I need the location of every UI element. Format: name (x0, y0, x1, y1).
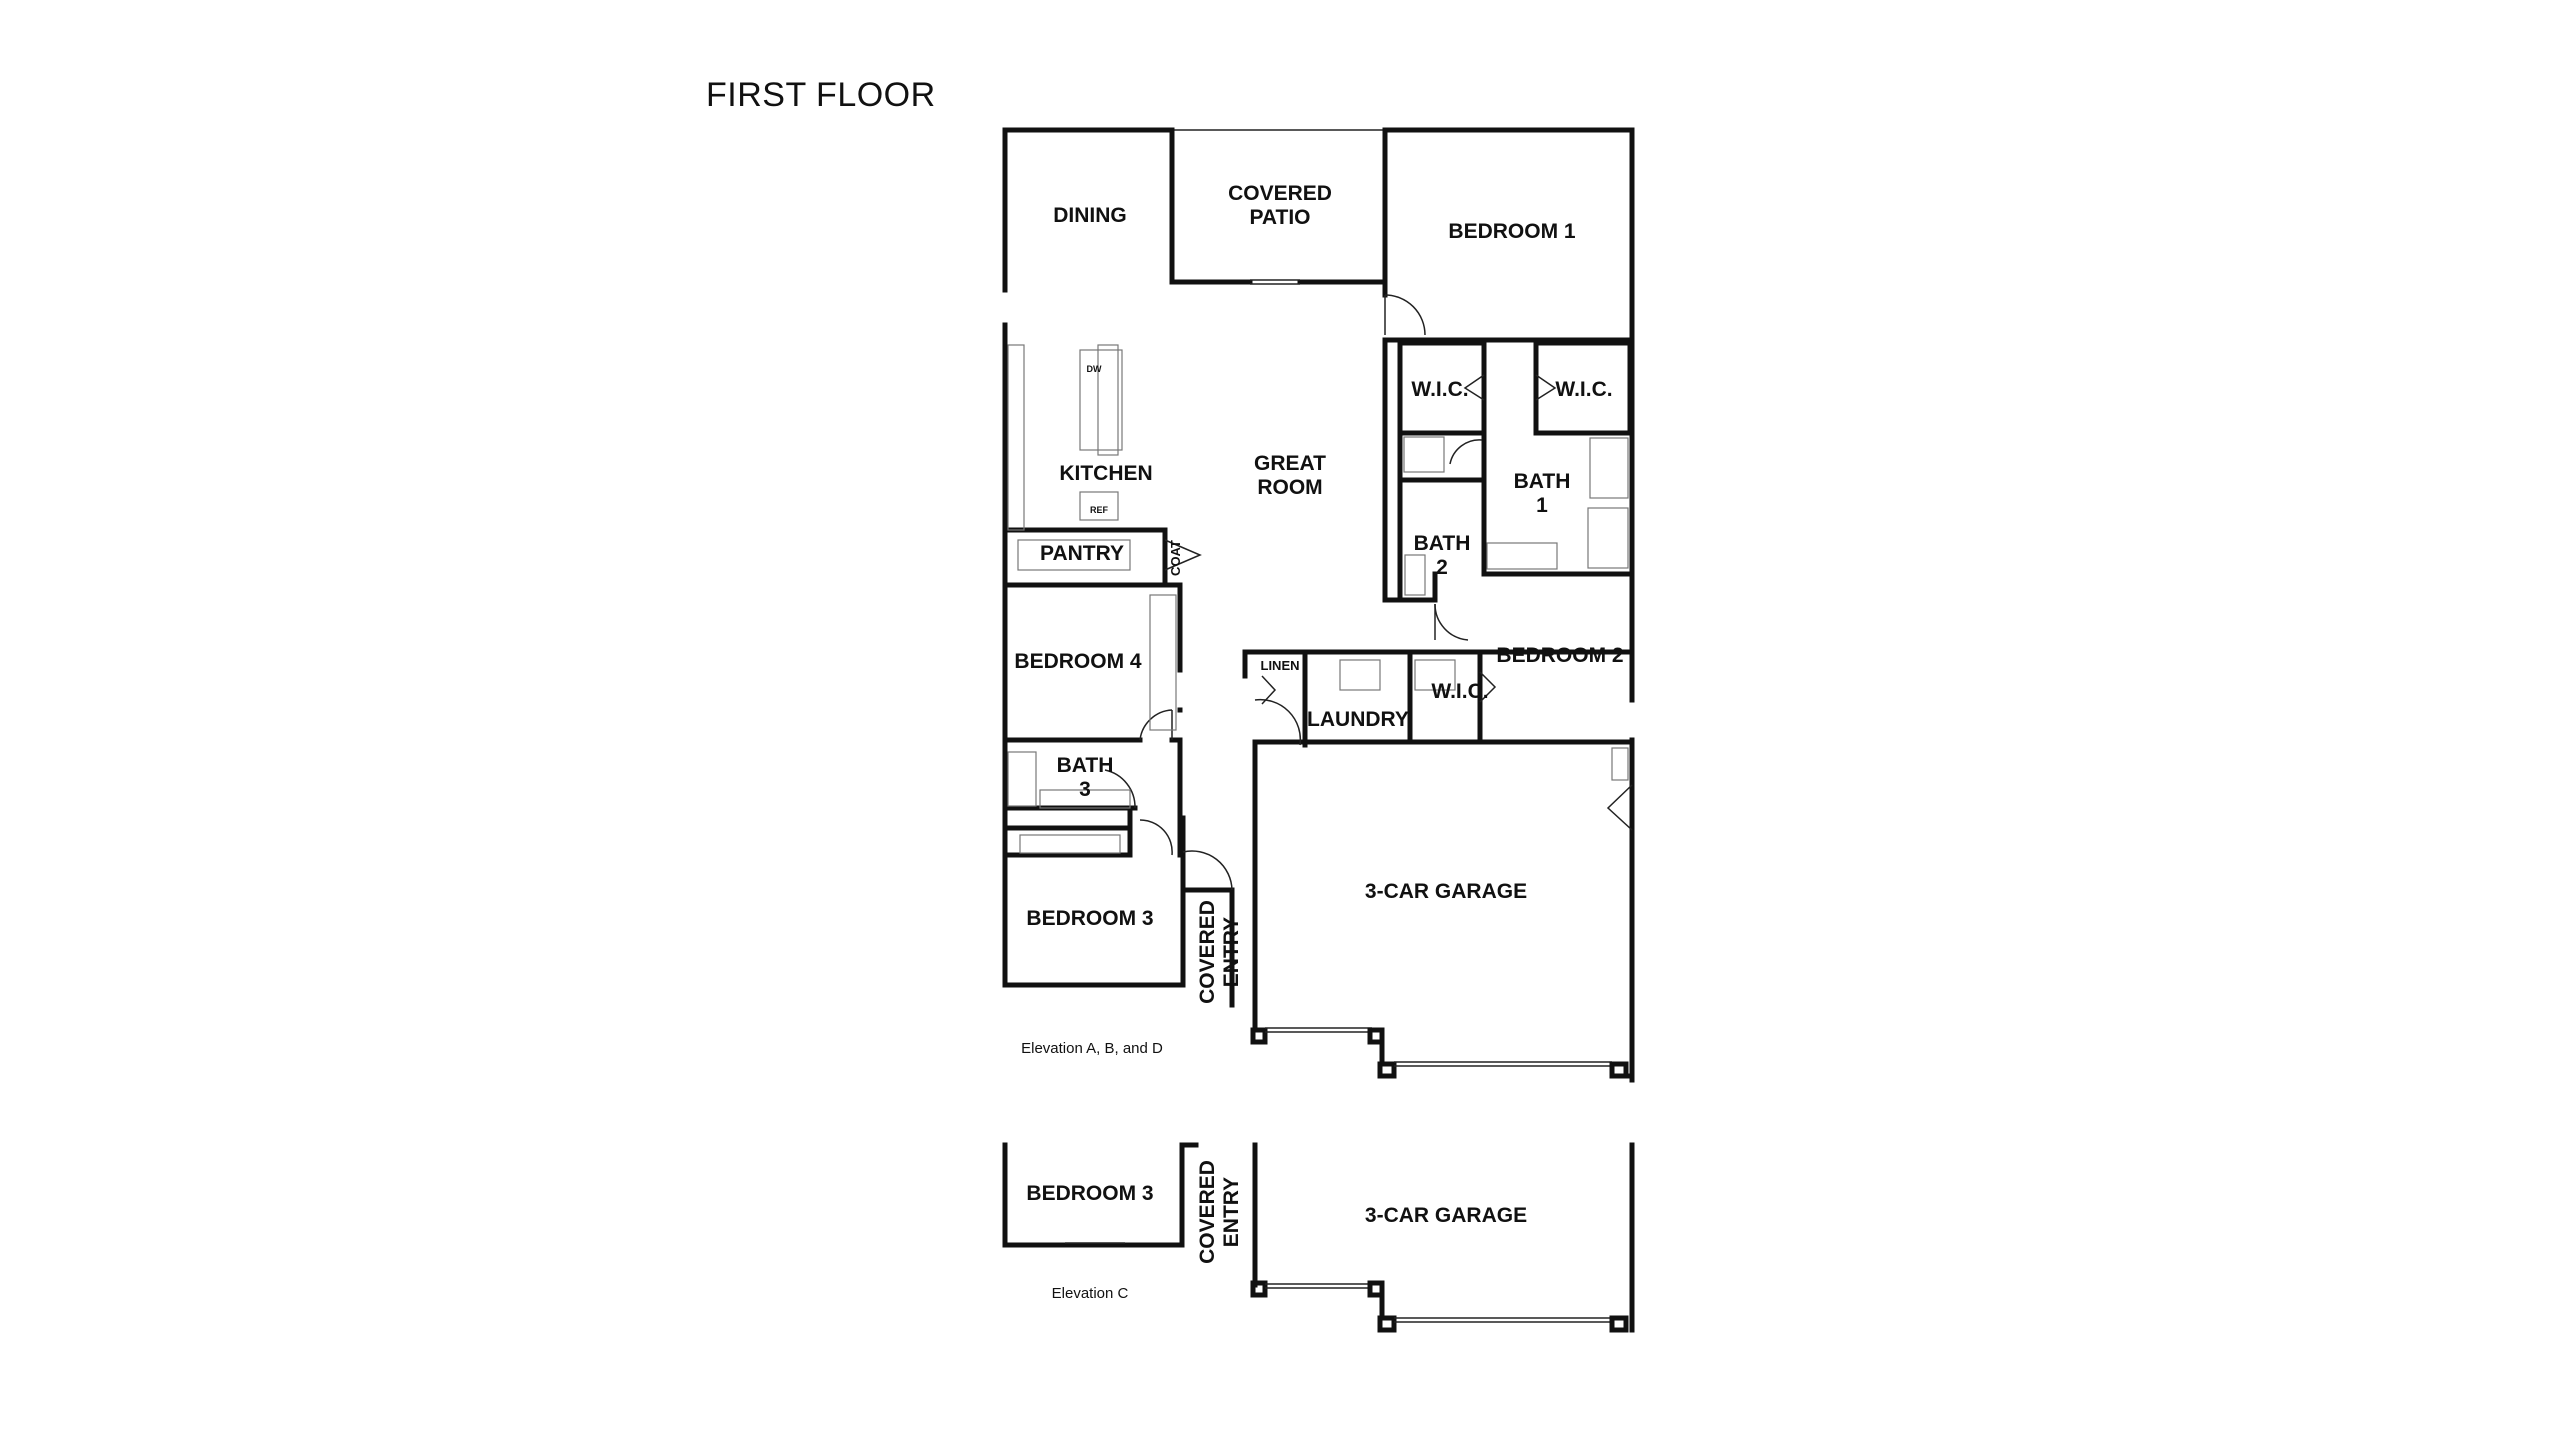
caption-elevation-abd: Elevation A, B, and D (1021, 1040, 1163, 1057)
label-bath-3-line2: 3 (1079, 778, 1091, 801)
label-dw: DW (1087, 364, 1102, 374)
label-bedroom-1: BEDROOM 1 (1448, 220, 1576, 243)
door-swings (1104, 294, 1633, 891)
label-wic-right: W.I.C. (1555, 378, 1612, 401)
label-kitchen: KITCHEN (1059, 462, 1152, 485)
label-covered-entry-line2: ENTRY (1220, 917, 1243, 987)
label-bedroom-3: BEDROOM 3 (1026, 907, 1153, 930)
garage-front (1250, 1027, 1635, 1079)
label-ref: REF (1090, 505, 1109, 515)
elevation-c-walls (1002, 1142, 1635, 1333)
exterior-walls (1002, 127, 1635, 1083)
label-bath-2-line1: BATH (1414, 532, 1471, 555)
label-alt-covered-entry-line2: ENTRY (1220, 1177, 1243, 1247)
caption-elevation-c: Elevation C (1052, 1285, 1129, 1302)
label-covered-patio-line2: PATIO (1249, 206, 1310, 229)
label-great-room-line2: ROOM (1257, 476, 1322, 499)
label-coat: COAT (1168, 540, 1183, 576)
fixtures (1007, 344, 1629, 854)
label-alt-covered-entry-line1: COVERED (1196, 1160, 1219, 1264)
label-bath-3-line1: BATH (1057, 754, 1114, 777)
label-wic-bedroom-2: W.I.C. (1431, 680, 1488, 703)
label-wic-left: W.I.C. (1411, 378, 1468, 401)
label-dining: DINING (1053, 204, 1127, 227)
label-garage: 3-CAR GARAGE (1365, 880, 1527, 903)
page-title: FIRST FLOOR (706, 76, 936, 114)
label-bath-2-line2: 2 (1436, 556, 1448, 579)
label-bath-1-line1: BATH (1514, 470, 1571, 493)
label-pantry: PANTRY (1040, 542, 1124, 565)
label-bath-1-line2: 1 (1536, 494, 1548, 517)
interior-walls (1002, 127, 1635, 1033)
label-alt-bedroom-3: BEDROOM 3 (1026, 1182, 1153, 1205)
label-covered-entry-line1: COVERED (1196, 900, 1219, 1004)
label-bedroom-2: BEDROOM 2 (1496, 644, 1623, 667)
label-laundry: LAUNDRY (1307, 708, 1409, 731)
label-great-room-line1: GREAT (1254, 452, 1326, 475)
label-alt-garage: 3-CAR GARAGE (1365, 1204, 1527, 1227)
label-bedroom-4: BEDROOM 4 (1014, 650, 1142, 673)
label-linen: LINEN (1261, 658, 1300, 673)
label-covered-patio-line1: COVERED (1228, 182, 1332, 205)
